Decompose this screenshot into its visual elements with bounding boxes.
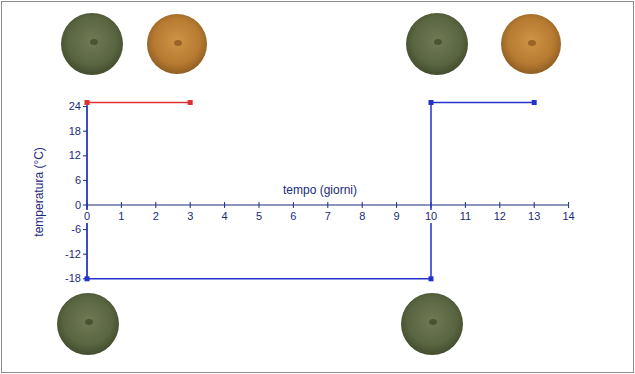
tick-label: 8	[358, 210, 366, 223]
tick-label: 3	[186, 210, 194, 223]
tick-mark	[259, 202, 260, 208]
series-line	[87, 102, 190, 104]
tick-label: 2	[152, 210, 160, 223]
tick-label: 6	[74, 174, 82, 187]
tick-label: 1	[117, 210, 125, 223]
orange-disc-photo	[501, 14, 561, 74]
disc-center	[434, 39, 442, 45]
data-marker	[532, 100, 537, 105]
green-disc-photo	[406, 13, 468, 75]
tick-label: 18	[68, 125, 82, 138]
tick-label: 14	[561, 210, 575, 223]
axes	[83, 107, 569, 279]
tick-label: 12	[493, 210, 507, 223]
sample-disc	[406, 13, 468, 75]
tick-label: -6	[70, 223, 82, 236]
green-disc-photo	[61, 13, 123, 75]
orange-disc-photo	[147, 14, 207, 74]
tick-label: 7	[324, 210, 332, 223]
tick-label: 0	[83, 210, 91, 223]
tick-label: 0	[74, 199, 82, 212]
data-marker	[85, 276, 90, 281]
disc-center	[429, 319, 437, 325]
tick-label: 10	[424, 210, 438, 223]
data-series	[85, 100, 537, 281]
tick-label: 12	[68, 149, 82, 162]
sample-disc	[401, 293, 463, 355]
sample-disc	[61, 13, 123, 75]
tick-mark	[465, 202, 466, 208]
data-marker	[429, 276, 434, 281]
tick-label: 24	[68, 100, 82, 113]
tick-mark	[224, 202, 225, 208]
data-marker	[429, 100, 434, 105]
tick-label: -18	[64, 272, 82, 285]
tick-label: 5	[255, 210, 263, 223]
series-line	[87, 103, 534, 279]
sample-disc	[57, 293, 119, 355]
axis-title: tempo (giorni)	[281, 184, 359, 198]
tick-mark	[362, 202, 363, 208]
tick-mark	[190, 202, 191, 208]
data-marker	[85, 100, 90, 105]
sample-photos	[57, 13, 561, 355]
disc-center	[174, 40, 182, 46]
tick-label: 11	[459, 210, 472, 223]
tick-mark	[396, 202, 397, 208]
data-marker	[188, 100, 193, 105]
tick-label: 13	[527, 210, 541, 223]
tick-mark	[534, 202, 535, 208]
tick-label: 4	[221, 210, 229, 223]
tick-mark	[121, 202, 122, 208]
green-disc-photo	[401, 293, 463, 355]
disc-center	[85, 319, 93, 325]
green-disc-photo	[57, 293, 119, 355]
tick-mark	[327, 202, 328, 208]
disc-center	[90, 39, 98, 45]
tick-label: 6	[289, 210, 297, 223]
tick-mark	[499, 202, 500, 208]
disc-center	[528, 40, 536, 46]
tick-label: -12	[64, 248, 82, 261]
tick-mark	[568, 202, 569, 208]
sample-disc	[147, 14, 207, 74]
axis-title: temperatura (°C)	[33, 145, 47, 239]
tick-label: 9	[393, 210, 401, 223]
tick-mark	[293, 202, 294, 208]
tick-mark	[155, 202, 156, 208]
sample-disc	[501, 14, 561, 74]
